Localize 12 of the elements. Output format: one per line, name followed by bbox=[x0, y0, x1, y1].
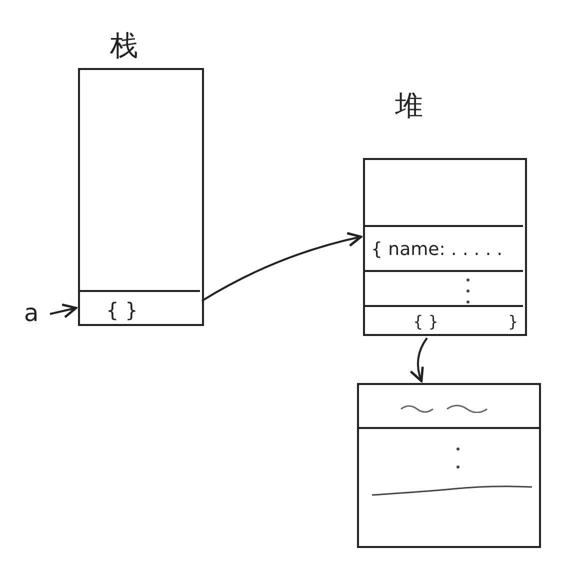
arrow bbox=[201, 232, 362, 302]
variable-name: a bbox=[24, 301, 39, 325]
stack-heading: 栈 bbox=[110, 32, 138, 60]
object-brace: { } bbox=[413, 314, 438, 330]
object-field: { name: . . . . . bbox=[371, 241, 503, 259]
heap-row bbox=[363, 225, 523, 272]
object-brace: { } bbox=[106, 300, 138, 320]
heap-box bbox=[357, 383, 541, 548]
closing-brace: } bbox=[508, 314, 518, 330]
arrow bbox=[410, 337, 428, 382]
arrow bbox=[50, 303, 78, 318]
heap-heading: 堆 bbox=[395, 92, 423, 120]
